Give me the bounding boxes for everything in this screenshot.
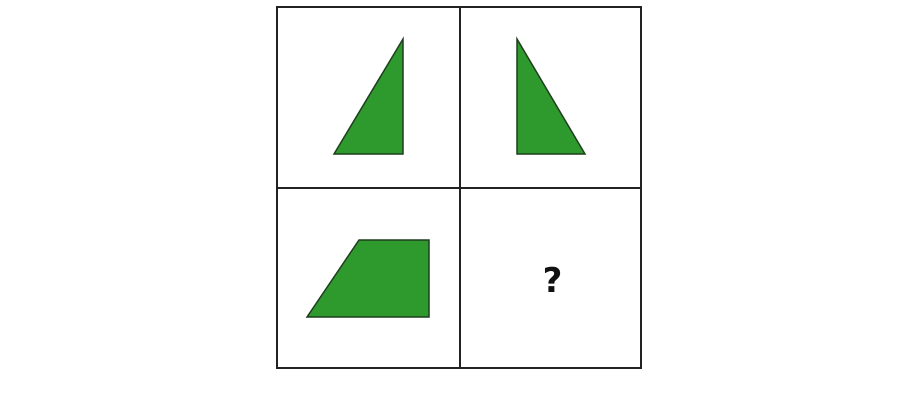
grid-cell-bottom-left [278,189,459,368]
right-triangle-icon [332,36,404,155]
trapezoid-icon [305,239,430,318]
grid-cell-top-right [461,8,642,187]
answer-placeholder: ? [542,260,563,301]
puzzle-grid: ? [276,6,642,369]
mirrored-right-triangle-icon [516,36,587,155]
grid-cell-bottom-right[interactable]: ? [461,189,642,368]
grid-divider-horizontal [278,187,640,189]
grid-cell-top-left [278,8,459,187]
